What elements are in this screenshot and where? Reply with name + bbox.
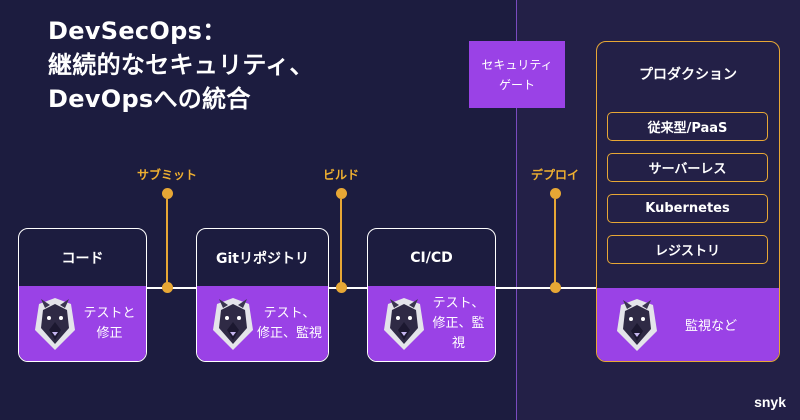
production-item-serverless: サーバーレス <box>607 153 768 182</box>
milestone-dot-deploy-top <box>550 188 561 199</box>
security-gate-box: セキュリティ ゲート <box>469 41 565 108</box>
stage-git-repo-title: Gitリポジトリ <box>216 250 309 267</box>
snyk-dog-icon <box>35 297 75 350</box>
stage-code-actions-line-1: テストと <box>83 305 136 321</box>
security-gate-divider <box>516 0 517 420</box>
milestone-line-build <box>340 199 342 287</box>
stage-git-repo-actions-line-1: テスト、 <box>263 305 316 321</box>
milestone-dot-build-top <box>336 188 347 199</box>
milestone-line-submit <box>166 199 168 287</box>
stage-git-repo: Gitリポジトリ テスト、 修正、監視 <box>196 228 329 362</box>
milestone-label-build: ビルド <box>322 168 359 182</box>
stage-code-actions: テストと 修正 <box>19 286 146 361</box>
stage-code-actions-line-2: 修正 <box>96 325 123 341</box>
milestone-dot-build <box>336 282 347 293</box>
production-item-paas: 従来型/PaaS <box>607 112 768 141</box>
stage-ci-cd-title: CI/CD <box>410 249 453 266</box>
stage-git-repo-actions-line-2: 修正、監視 <box>257 325 323 341</box>
production-actions: 監視など <box>597 288 779 361</box>
stage-code: コード テストと 修正 <box>18 228 147 362</box>
snyk-dog-icon <box>617 298 657 351</box>
security-gate-line-1: セキュリティ <box>481 57 553 72</box>
stage-production: プロダクション 従来型/PaaS サーバーレス Kubernetes レジストリ… <box>596 41 780 362</box>
snyk-logo: snyk <box>754 394 786 410</box>
snyk-dog-icon <box>384 297 424 350</box>
milestone-label-submit: サブミット <box>136 168 197 182</box>
milestone-dot-submit <box>162 282 173 293</box>
stage-ci-cd-actions-text: テスト、 修正、監視 <box>428 294 495 354</box>
stage-code-actions-text: テストと 修正 <box>79 304 146 344</box>
milestone-label-deploy: デプロイ <box>530 168 579 182</box>
security-gate-line-2: ゲート <box>498 77 535 92</box>
production-title: プロダクション <box>639 67 737 83</box>
milestone-dot-deploy <box>550 282 561 293</box>
stage-ci-cd-actions-line-1: テスト、 <box>432 295 485 311</box>
milestone-line-deploy <box>554 199 556 287</box>
title-line-1: DevSecOps： <box>48 17 227 45</box>
title-line-3: DevOpsへの統合 <box>48 85 251 113</box>
milestone-dot-submit-top <box>162 188 173 199</box>
stage-ci-cd-actions-line-2: 修正、監視 <box>432 315 485 351</box>
stage-ci-cd-actions: テスト、 修正、監視 <box>368 286 495 361</box>
stage-git-repo-actions: テスト、 修正、監視 <box>197 286 328 361</box>
production-item-kubernetes: Kubernetes <box>607 194 768 223</box>
snyk-dog-icon <box>213 297 253 350</box>
stage-code-title: コード <box>61 250 104 267</box>
stage-ci-cd: CI/CD テスト、 修正、監視 <box>367 228 496 362</box>
production-item-registry: レジストリ <box>607 235 768 264</box>
production-actions-text: 監視など <box>684 319 737 334</box>
title-line-2: 継続的なセキュリティ、 <box>48 51 314 79</box>
stage-git-repo-actions-text: テスト、 修正、監視 <box>257 304 328 344</box>
page-title: DevSecOps： 継続的なセキュリティ、 DevOpsへの統合 <box>48 14 314 116</box>
